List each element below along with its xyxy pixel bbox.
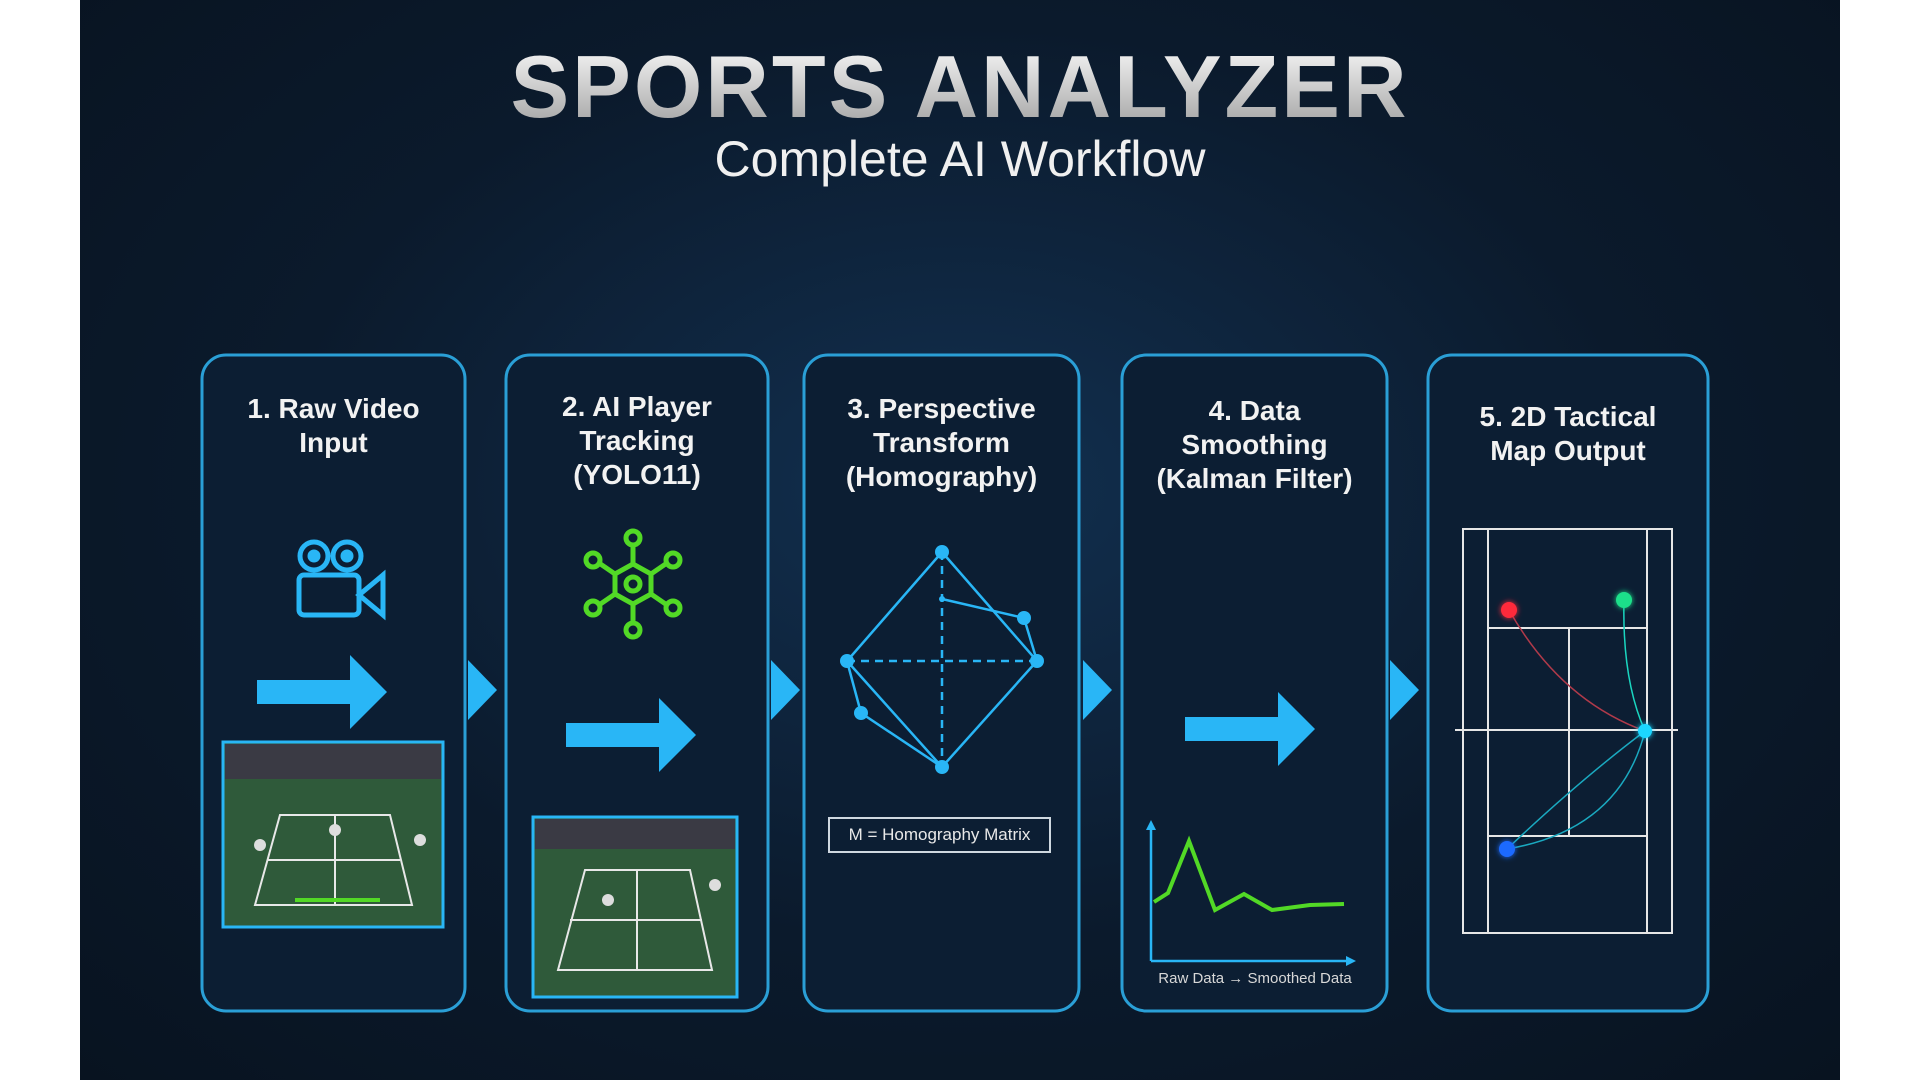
step-3-title: 3. Perspective Transform (Homography) (845, 393, 1038, 492)
arrow-right-icon (566, 698, 696, 772)
step-2-title: 2. AI Player Tracking (YOLO11) (562, 391, 712, 490)
step-4-title: 4. Data Smoothing (Kalman Filter) (1156, 395, 1353, 494)
arrow-right-icon (257, 655, 387, 729)
homography-matrix-label: M = Homography Matrix (828, 817, 1051, 853)
player-blue-marker (1499, 841, 1515, 857)
player-green-marker (1616, 592, 1632, 608)
chevron-right-icon (1390, 660, 1419, 720)
arrow-right-icon (1185, 692, 1315, 766)
step-5-title: 5. 2D Tactical Map Output (1479, 401, 1657, 466)
smoothing-chart (1146, 820, 1356, 966)
page-title: SPORTS ANALYZER (0, 36, 1920, 138)
ball-marker (1638, 724, 1652, 738)
smoothed-data-line (1152, 835, 1345, 913)
chart-caption: Raw Data → Smoothed Data (1158, 970, 1352, 987)
chevron-right-icon (771, 660, 800, 720)
page-subtitle: Complete AI Workflow (714, 131, 1206, 187)
chevron-right-icon (1083, 660, 1112, 720)
chevron-right-icon (468, 660, 497, 720)
neural-network-icon (583, 528, 683, 640)
tracking-video-thumbnail (531, 815, 739, 999)
raw-video-thumbnail (221, 740, 445, 929)
video-camera-icon (296, 539, 386, 621)
step-1-title: 1. Raw Video Input (247, 393, 420, 458)
tennis-court-map (1455, 528, 1678, 934)
homography-diagram (840, 545, 1044, 774)
player-red-marker (1501, 602, 1517, 618)
